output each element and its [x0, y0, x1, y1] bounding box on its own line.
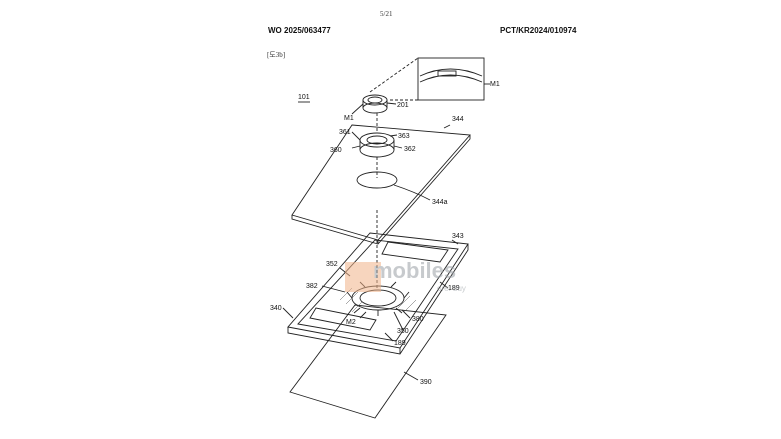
ref-189-top: 189: [448, 285, 460, 292]
publication-number: WO 2025/063477: [268, 26, 331, 35]
ref-382: 382: [306, 283, 318, 290]
opening-344a: [356, 171, 398, 189]
ref-m2: M2: [346, 319, 356, 326]
watermark-logo-block: [345, 262, 381, 292]
ref-390: 390: [420, 379, 432, 386]
ref-361: 361: [339, 129, 351, 136]
ref-360: 360: [330, 147, 342, 154]
ref-363: 363: [398, 133, 410, 140]
ref-189-bottom: 189: [394, 340, 406, 347]
detail-curve: [419, 68, 483, 77]
ref-380: 380: [412, 316, 424, 323]
ref-343: 343: [452, 233, 464, 240]
ref-344: 344: [452, 116, 464, 123]
application-number: PCT/KR2024/010974: [500, 26, 577, 35]
ref-344a: 344a: [432, 199, 448, 206]
ref-350: 350: [397, 328, 409, 335]
watermark-tagline: ore. buy: [437, 284, 466, 293]
ref-m1: M1: [344, 115, 354, 122]
ref-m1-detail: M1: [490, 81, 500, 88]
ref-201: 201: [397, 102, 409, 109]
watermark-brand: mobiles: [373, 258, 457, 283]
cover-plate-344: [291, 124, 471, 241]
ring-201-top: [362, 94, 388, 106]
ref-340: 340: [270, 305, 282, 312]
detail-box: [417, 57, 485, 101]
ref-101: 101: [298, 94, 310, 101]
watermark: mobiles ore. buy: [345, 258, 487, 298]
ref-352: 352: [326, 261, 338, 268]
ref-362: 362: [404, 146, 416, 153]
page-number: 5/21: [380, 10, 393, 18]
figure-label: [도3b]: [267, 51, 286, 59]
bottom-sheet-390: [289, 304, 447, 419]
